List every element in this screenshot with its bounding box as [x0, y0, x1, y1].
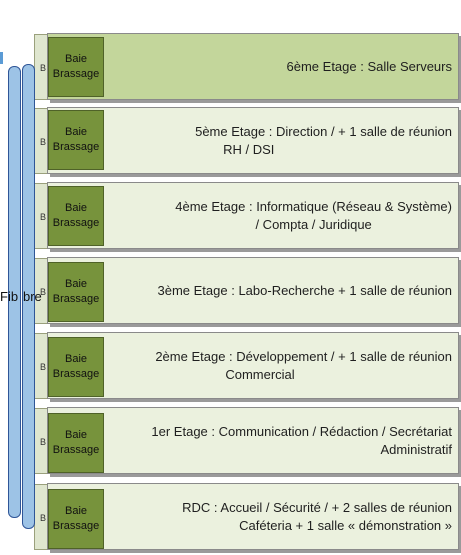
- baie-label-line-1: Baie: [64, 353, 88, 365]
- floor-label: 2ème Etage : Développement / + 1 salle d…: [108, 333, 452, 398]
- floor-label-line: RH / DSI: [223, 141, 275, 157]
- floor-2: 2ème Etage : Développement / + 1 salle d…: [47, 332, 459, 399]
- floor-label-line: 6ème Etage : Salle Serveurs: [286, 58, 452, 74]
- floor-label-line: 3ème Etage : Labo-Recherche + 1 salle de…: [157, 282, 453, 298]
- fiber-pipe-left: [8, 66, 21, 518]
- floor-label-line: Administratif: [380, 441, 452, 457]
- back-strip: B: [34, 333, 48, 399]
- baie-brassage: Baie Brassage: [48, 489, 104, 549]
- baie-label-line-1: Baie: [64, 278, 88, 290]
- floor-label: 6ème Etage : Salle Serveurs: [108, 34, 452, 99]
- back-strip: B: [34, 408, 48, 474]
- fiber-label-right: bre: [23, 289, 42, 304]
- baie-brassage: Baie Brassage: [48, 186, 104, 246]
- floor-label-line: 5ème Etage : Direction / + 1 salle de ré…: [195, 123, 452, 139]
- baie-label-line-2: Brassage: [52, 368, 100, 380]
- back-strip: B: [34, 34, 48, 100]
- floor-label: RDC : Accueil / Sécurité / + 2 salles de…: [108, 484, 452, 549]
- baie-label-line-2: Brassage: [52, 217, 100, 229]
- floor-label-line: 2ème Etage : Développement / + 1 salle d…: [155, 348, 452, 364]
- fiber-pipe-right: [22, 64, 35, 529]
- baie-label-line-2: Brassage: [52, 68, 100, 80]
- back-strip: B: [34, 183, 48, 249]
- floor-6: 6ème Etage : Salle Serveurs: [47, 33, 459, 100]
- baie-label-line-1: Baie: [64, 53, 88, 65]
- baie-label-line-1: Baie: [64, 202, 88, 214]
- floor-label-line: Caféteria + 1 salle « démonstration »: [239, 517, 452, 533]
- baie-label-line-2: Brassage: [52, 293, 100, 305]
- edge-mark: [0, 52, 3, 64]
- baie-label-line-2: Brassage: [52, 444, 100, 456]
- floor-label: 3ème Etage : Labo-Recherche + 1 salle de…: [108, 258, 453, 323]
- baie-label-line-2: Brassage: [52, 141, 100, 153]
- floor-5: 5ème Etage : Direction / + 1 salle de ré…: [47, 107, 459, 174]
- floor-4: 4ème Etage : Informatique (Réseau & Syst…: [47, 182, 459, 249]
- floor-3: 3ème Etage : Labo-Recherche + 1 salle de…: [47, 257, 459, 324]
- back-strip: B: [34, 484, 48, 550]
- floor-label-line: RDC : Accueil / Sécurité / + 2 salles de…: [182, 499, 452, 515]
- floor-rdc: RDC : Accueil / Sécurité / + 2 salles de…: [47, 483, 459, 550]
- back-strip: B: [34, 108, 48, 174]
- floor-label-line: 4ème Etage : Informatique (Réseau & Syst…: [175, 198, 452, 214]
- baie-label-line-1: Baie: [64, 505, 88, 517]
- floor-label-line: Commercial: [225, 366, 295, 382]
- baie-brassage: Baie Brassage: [48, 37, 104, 97]
- baie-label-line-1: Baie: [64, 429, 88, 441]
- baie-brassage: Baie Brassage: [48, 337, 104, 397]
- floor-label-line: / Compta / Juridique: [255, 216, 372, 232]
- baie-brassage: Baie Brassage: [48, 110, 104, 170]
- floor-label: 1er Etage : Communication / Rédaction / …: [108, 408, 452, 473]
- floor-label-line: 1er Etage : Communication / Rédaction / …: [151, 423, 452, 439]
- floor-label: 4ème Etage : Informatique (Réseau & Syst…: [108, 183, 452, 248]
- baie-label-line-1: Baie: [64, 126, 88, 138]
- floor-1: 1er Etage : Communication / Rédaction / …: [47, 407, 459, 474]
- baie-brassage: Baie Brassage: [48, 262, 104, 322]
- baie-brassage: Baie Brassage: [48, 413, 104, 473]
- fiber-label-left: Fib: [0, 289, 19, 304]
- floor-label: 5ème Etage : Direction / + 1 salle de ré…: [108, 108, 452, 173]
- baie-label-line-2: Brassage: [52, 520, 100, 532]
